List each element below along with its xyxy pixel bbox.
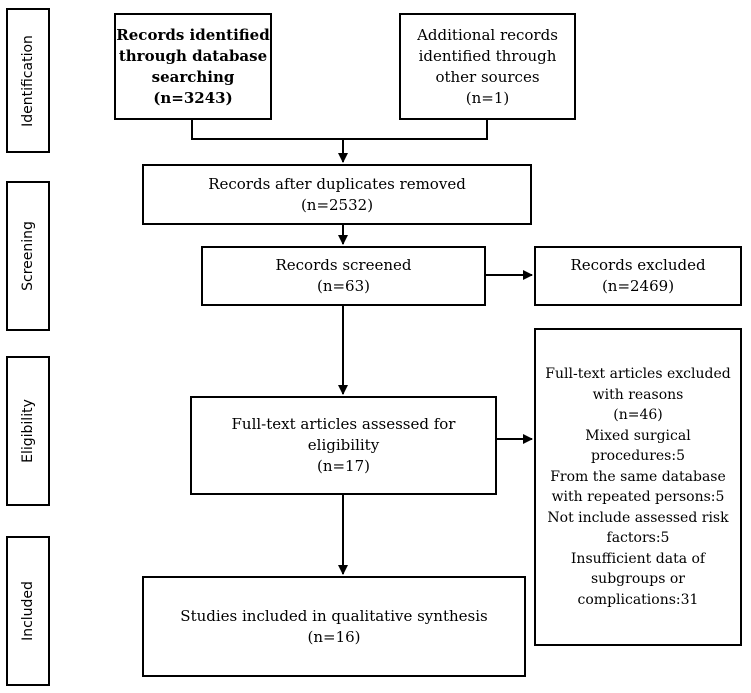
box-other-sources: Additional records identified through ot… [399,13,576,120]
box-studies-included-text: Studies included in qualitative synthesi… [180,606,488,646]
box-fulltext-excluded-text: Full-text articles excluded with reasons… [545,366,731,608]
box-duplicates-removed-text: Records after duplicates removed (n=2532… [208,174,466,214]
box-fulltext-assessed: Full-text articles assessed for eligibil… [190,396,497,495]
box-records-screened-text: Records screened (n=63) [275,256,412,295]
box-database-records: Records identified through database sear… [114,13,272,120]
box-other-sources-text: Additional records identified through ot… [417,25,558,107]
stage-included: Included [6,536,50,686]
box-records-screened: Records screened (n=63) [201,246,486,306]
box-fulltext-assessed-text: Full-text articles assessed for eligibil… [231,415,456,475]
box-records-excluded: Records excluded (n=2469) [534,246,742,306]
box-studies-included: Studies included in qualitative synthesi… [142,576,526,677]
stage-screening: Screening [6,181,50,331]
stage-eligibility: Eligibility [6,356,50,506]
stage-identification: Identification [6,8,50,153]
box-duplicates-removed: Records after duplicates removed (n=2532… [142,164,532,225]
box-records-excluded-text: Records excluded (n=2469) [570,256,706,295]
box-fulltext-excluded: Full-text articles excluded with reasons… [534,328,742,646]
box-database-records-text: Records identified through database sear… [116,25,270,107]
